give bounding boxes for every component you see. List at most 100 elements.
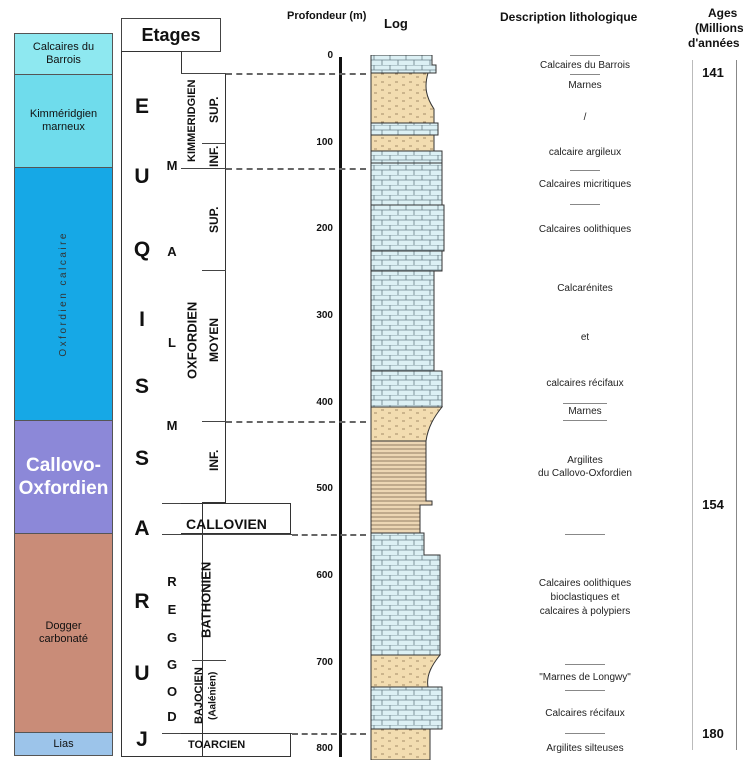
substage-oxf-moyen: MOYEN (207, 318, 221, 363)
desc-marnes: Marnes (568, 80, 602, 91)
ages-header: Ages (708, 6, 738, 20)
separator (162, 534, 292, 535)
log-bed-oxf-oolite (370, 204, 445, 252)
stage-toarcien: TOARCIEN (188, 739, 246, 751)
log-bed-kimm-lime2 (370, 150, 443, 164)
jurassique-letter: J (136, 728, 148, 751)
desc-separator (563, 420, 607, 421)
stage-kimmeridgien: KIMMERIDGIEN (186, 79, 198, 163)
separator (192, 660, 226, 661)
description-header: Description lithologique (500, 10, 638, 24)
unit-barrois-label: Calcaires du Barrois (32, 41, 95, 66)
log-bed-longwy (370, 654, 442, 688)
log-bed-oxf-marl (370, 406, 444, 442)
desc-separator (565, 664, 605, 665)
desc-separator (565, 733, 605, 734)
jurassique-column (121, 51, 163, 757)
desc-oolithiques: Calcaires oolithiques (538, 224, 632, 235)
depth-header: Profondeur (m) (287, 10, 367, 22)
malm-letter: M (166, 418, 178, 433)
unit-kimmeridgien-marneux: Kimméridgien marneux (14, 74, 113, 168)
depth-tick: 200 (316, 223, 333, 234)
stage-aalenien: (Aalénien) (207, 671, 219, 721)
separator (202, 421, 226, 422)
malm-letter: A (167, 244, 177, 259)
dogger-letter: G (166, 657, 178, 672)
desc-dogger-3: calcaires à polypiers (539, 606, 631, 617)
desc-separator (570, 74, 600, 75)
depth-tick: 700 (316, 657, 333, 668)
log-header: Log (384, 16, 408, 31)
substage-column (202, 73, 226, 503)
desc-argilites: Argilites (567, 455, 603, 466)
unit-callovo-label-1: Callovo- (26, 455, 101, 476)
depth-tick: 500 (316, 483, 333, 494)
stage-oxfordien: OXFORDIEN (184, 301, 200, 379)
toarcien-box (181, 733, 291, 757)
separator (181, 168, 226, 169)
desc-separator (563, 403, 607, 404)
boundary-dashed-line (292, 534, 366, 536)
jurassique-letter: S (134, 447, 149, 470)
jurassique-letter: U (134, 165, 150, 188)
age-154: 154 (702, 497, 724, 512)
ages-axis-left (692, 60, 693, 750)
dogger-letter: E (167, 602, 177, 617)
desc-separator (570, 170, 600, 171)
unit-lias: Lias (14, 732, 113, 756)
unit-calcaires-barrois: Calcaires du Barrois (14, 33, 113, 75)
stage-bajocien: BAJOCIEN (193, 667, 205, 725)
stage-bathonien: BATHONIEN (198, 561, 214, 639)
unit-kimm-label-2: marneux (42, 121, 85, 133)
log-bed-dogger (370, 532, 441, 656)
desc-calcaire-argileux: calcaire argileux (548, 147, 622, 158)
separator (202, 270, 226, 271)
unit-dogger-label-2: carbonaté (39, 633, 88, 645)
unit-dogger-carbonate: Dogger carbonaté (14, 533, 113, 733)
depth-tick: 600 (316, 570, 333, 581)
dogger-letter: D (167, 709, 177, 724)
log-bed-cox (370, 440, 433, 534)
desc-recifaux: calcaires récifaux (546, 378, 624, 389)
log-bed-kimm-marl2 (370, 134, 435, 152)
unit-lias-label: Lias (53, 737, 74, 750)
jurassique-letter: U (134, 662, 150, 685)
unit-oxfordien-calcaire: Oxfordien calcaire (14, 167, 113, 421)
callovien-box (181, 503, 291, 534)
log-bed-lias (370, 728, 431, 760)
depth-tick: 400 (316, 397, 333, 408)
desc-recifaux-2: Calcaires récifaux (545, 708, 625, 719)
depth-tick: 100 (316, 137, 333, 148)
unit-oxf-calc-label: Oxfordien calcaire (58, 231, 69, 357)
log-bed-oxf-micrite (370, 162, 443, 206)
log-bed-oxf-calcarenite (370, 270, 435, 372)
depth-tick: 800 (316, 743, 333, 754)
jurassique-letter: E (134, 95, 149, 118)
malm-letter: L (168, 335, 176, 350)
boundary-dashed-line (226, 73, 366, 75)
substage-oxf-inf: INF. (207, 449, 221, 471)
age-180: 180 (702, 726, 724, 741)
jurassique-letter: S (134, 375, 149, 398)
boundary-dashed-line (292, 733, 366, 735)
substage-kim-sup: SUP. (207, 96, 221, 124)
dogger-letter: R (167, 574, 177, 589)
boundary-dashed-line (226, 168, 366, 170)
desc-dogger-2: bioclastiques et (550, 592, 620, 603)
desc-marnes-2: Marnes (568, 406, 602, 417)
etages-header: Etages (121, 18, 221, 52)
desc-separator (565, 534, 605, 535)
desc-calcarenites: Calcarénites (557, 283, 613, 294)
desc-longwy: "Marnes de Longwy" (539, 672, 631, 683)
ages-unit-2: d'années (688, 36, 740, 50)
age-141: 141 (702, 65, 724, 80)
unit-callovo-oxfordien: Callovo- Oxfordien (14, 420, 113, 534)
malm-letter: M (166, 158, 178, 173)
unit-callovo-label-2: Oxfordien (18, 478, 109, 499)
unit-dogger-label-1: Dogger (45, 620, 82, 632)
desc-micritiques: Calcaires micritiques (538, 179, 632, 190)
log-bed-kimm-lime (370, 122, 439, 136)
substage-kim-inf: INF. (207, 145, 221, 167)
depth-tick: 0 (327, 50, 333, 61)
